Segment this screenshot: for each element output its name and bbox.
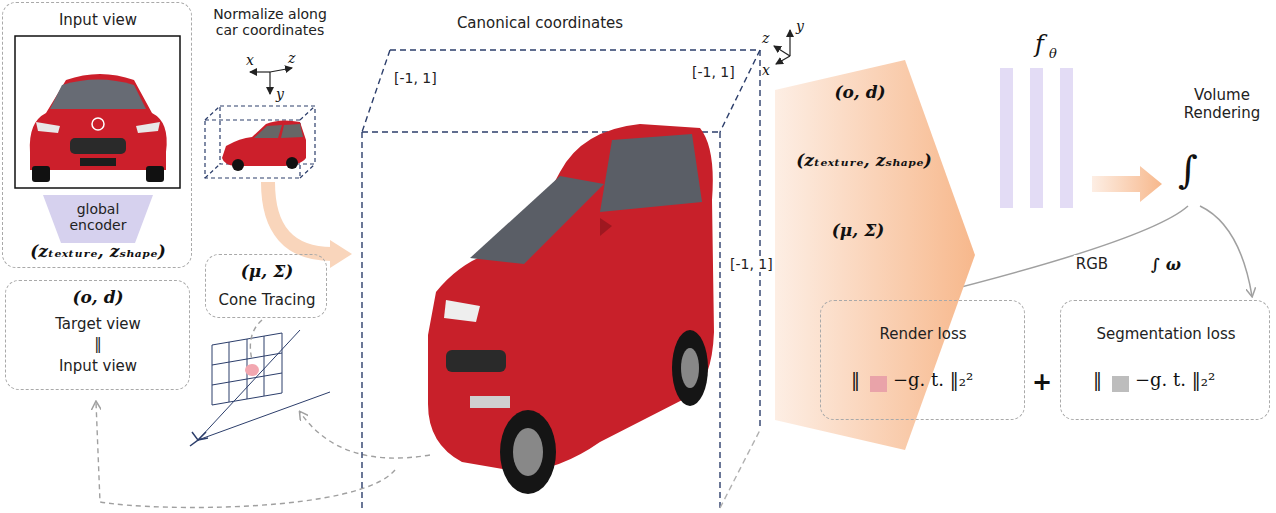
node-text: ‖: [851, 369, 860, 390]
formula-swatch: [1111, 375, 1131, 393]
formula-swatch: [869, 375, 889, 393]
node-text: (o, d): [72, 287, 123, 307]
label-text: [-1, 1]: [728, 256, 775, 272]
label-text: Canonical coordinates: [457, 14, 623, 32]
render-arrow: [1092, 166, 1162, 202]
node-text: global encoder: [50, 201, 146, 233]
arrow-shape: [772, 58, 977, 452]
label-text: z: [762, 30, 769, 46]
car-image: [428, 124, 714, 494]
node-text: (zₜₑₓₜᵤᵣₑ, zₛₕₐₚₑ): [30, 241, 166, 261]
label-text: x: [246, 52, 254, 68]
label-text: [-1, 1]: [692, 64, 735, 80]
segmentation-loss-box: Segmentation loss ‖ −g. t. ‖₂²: [1060, 300, 1270, 420]
label-text: f: [1035, 30, 1044, 58]
label-text: +: [1032, 368, 1052, 396]
canonical-cube: [362, 50, 760, 508]
label-text: x: [762, 62, 770, 78]
ray-grid: [190, 330, 330, 446]
target-view-box: (o, d) Target view ‖ Input view: [5, 280, 190, 390]
label-text: Normalize along car coordinates: [205, 6, 335, 38]
node-text: (zₜₑₓₜᵤᵣₑ, zₛₕₐₚₑ): [796, 150, 932, 170]
normalize-box: [205, 106, 315, 178]
node-text: ‖: [1093, 369, 1102, 390]
node-text: Input view: [59, 357, 137, 375]
cone-tracing-box: (μ, Σ) Cone Tracing: [205, 254, 327, 318]
input-panel: Input view (zₜₑₓₜᵤᵣₑ, zₛₕₐₚₑ) global encod…: [2, 2, 192, 268]
normalize-arrow: [268, 182, 352, 268]
node-text: Input view: [59, 11, 137, 29]
canonical-axes: [774, 30, 790, 64]
label-text: θ: [1049, 46, 1057, 61]
node-text: (μ, Σ): [241, 261, 293, 281]
label-text: y: [796, 18, 804, 34]
label-text: RGB: [1074, 255, 1110, 273]
render-loss-box: Render loss ‖ −g. t. ‖₂²: [820, 300, 1025, 420]
label-text: ∫ ω: [1149, 255, 1183, 274]
label-text: z: [288, 50, 295, 66]
dashed-flow: [96, 320, 430, 507]
small-axes: [250, 68, 292, 94]
node-text: Target view: [55, 315, 141, 333]
input-arrow: (o, d) (zₜₑₓₜᵤᵣₑ, zₛₕₐₚₑ) (μ, Σ): [772, 58, 977, 452]
label-text: [-1, 1]: [394, 70, 437, 86]
node-text: (μ, Σ): [832, 220, 884, 240]
node-text: ‖: [94, 335, 102, 353]
node-text: −g. t. ‖₂²: [1135, 369, 1215, 390]
label-text: y: [276, 86, 284, 102]
node-text: Cone Tracing: [219, 291, 316, 309]
input-image: [15, 36, 180, 188]
node-text: Segmentation loss: [1096, 325, 1235, 343]
small-car: [222, 120, 306, 171]
label-text: Volume Rendering: [1172, 86, 1272, 122]
node-text: −g. t. ‖₂²: [893, 369, 973, 390]
node-text: (o, d): [834, 82, 885, 102]
mlp-layers: [1000, 68, 1073, 208]
output-curves: [926, 206, 1252, 296]
encoder-trapezoid: global encoder: [43, 195, 153, 243]
label-text: ∫: [1178, 148, 1198, 192]
ray-pixel: [245, 364, 259, 376]
node-text: Render loss: [879, 325, 966, 343]
